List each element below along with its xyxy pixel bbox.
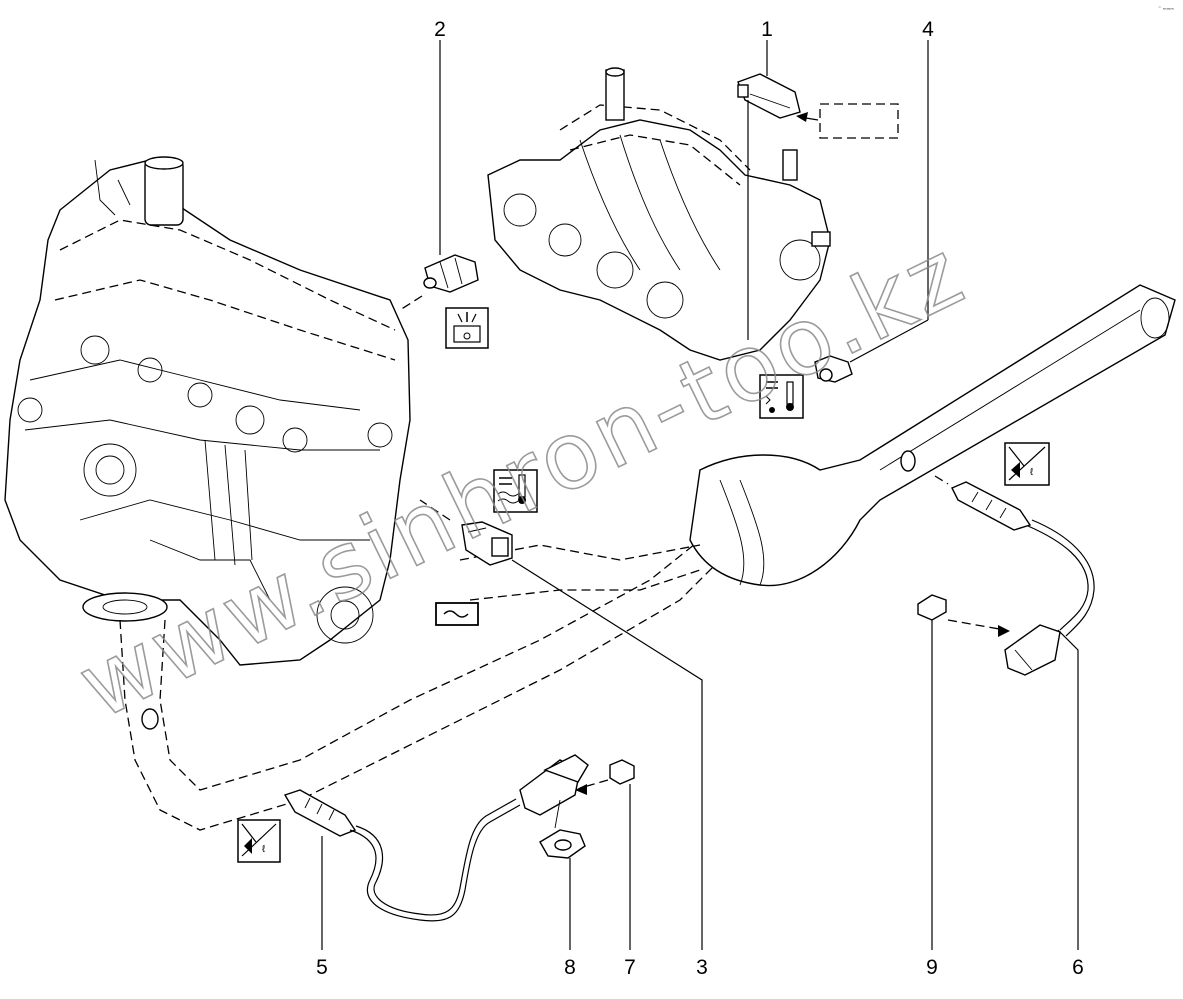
callout-8: 8 (564, 956, 576, 979)
intake-manifold (487, 67, 831, 361)
exhaust-system (119, 284, 1176, 831)
connector-reference-box (819, 103, 899, 139)
coolant-temperature-sensor (461, 521, 513, 566)
callout-1: 1 (761, 18, 773, 41)
air-temperature-sensor (814, 355, 853, 383)
oil-pressure-symbol (445, 307, 489, 349)
callout-3: 3 (696, 956, 708, 979)
manifold-pressure-sensor (737, 73, 801, 119)
coolant-temperature-symbol (493, 469, 538, 513)
callout-leaders (321, 40, 1079, 950)
bracket (539, 799, 586, 859)
upstream-oxygen-sensor-symbol: ℓ (237, 819, 281, 863)
engine-block (4, 156, 411, 666)
clip (917, 594, 947, 621)
oil-pressure-switch (423, 254, 479, 293)
corner-mark: ⁼ ₘₘₘ (1158, 6, 1174, 12)
callout-7: 7 (624, 956, 636, 979)
downstream-oxygen-sensor (951, 481, 1095, 676)
callout-9: 9 (926, 956, 938, 979)
downstream-oxygen-sensor-symbol: ℓ (1004, 442, 1050, 486)
callout-4: 4 (922, 18, 934, 41)
svg-text:ℓ: ℓ (1030, 467, 1034, 478)
callout-6: 6 (1072, 956, 1084, 979)
clip (609, 759, 635, 785)
callout-2: 2 (434, 18, 446, 41)
sealant-symbol (435, 602, 479, 626)
svg-text:ℓ: ℓ (262, 844, 266, 855)
upstream-oxygen-sensor (283, 754, 589, 922)
callout-5: 5 (316, 956, 328, 979)
manifold-pressure-symbol (759, 374, 804, 419)
